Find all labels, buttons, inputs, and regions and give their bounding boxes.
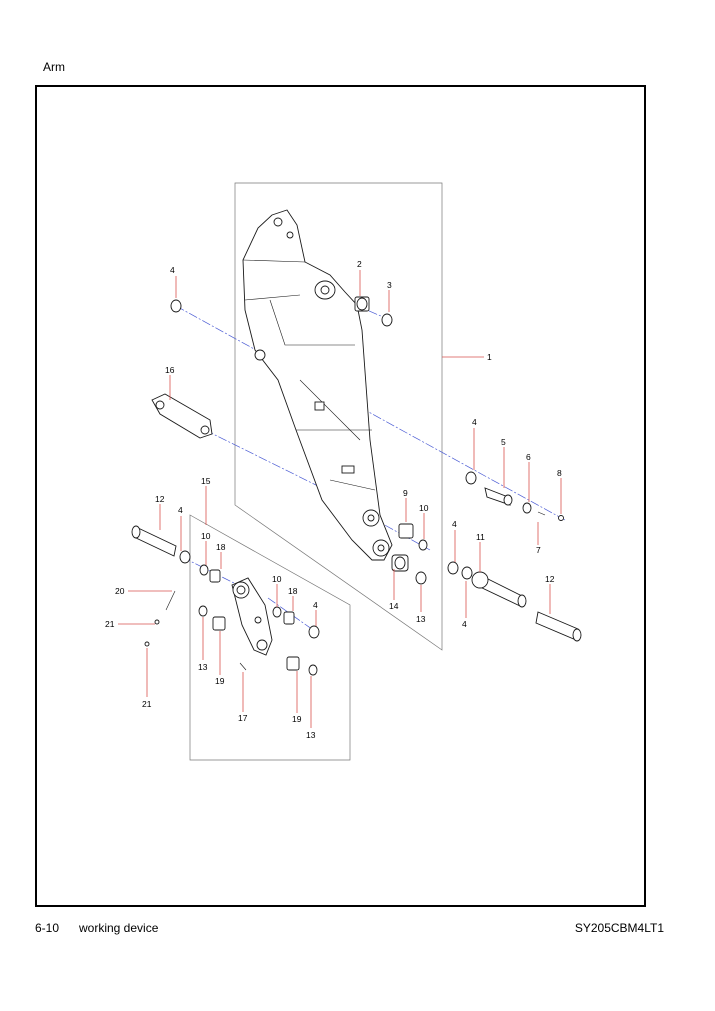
page-title: Arm [43,60,65,74]
pin-12-left [131,525,177,557]
washer-21a [154,619,160,625]
callout-4f: 4 [313,600,318,610]
callout-4b: 4 [472,417,477,427]
ring-10b [199,564,209,576]
callout-2: 2 [357,259,362,269]
snap-ring-13a [415,571,427,585]
bushing-19a [212,616,226,631]
footer-section: 6-10 [35,921,60,935]
callout-6: 6 [526,452,531,462]
callout-19a: 19 [215,676,225,686]
shim-4e [461,566,473,580]
callout-12a: 12 [155,494,165,504]
footer-model: SY205CBM4LT1 [574,921,664,935]
callout-18b: 18 [288,586,298,596]
callout-1: 1 [487,352,492,362]
callout-14: 14 [389,601,399,611]
callout-5: 5 [501,437,506,447]
callout-9: 9 [403,488,408,498]
callout-21a: 21 [105,619,115,629]
snap-ring-13c [308,664,318,676]
callout-4a: 4 [170,265,175,275]
snap-ring-13b [198,605,208,617]
callout-17: 17 [238,713,248,723]
diagram-frame [35,85,646,907]
shim-4a [170,299,182,313]
shim-4f [308,625,320,639]
bolt-20 [165,590,176,611]
leader-lines [118,270,562,728]
callout-15: 15 [201,476,211,486]
bushing-9 [398,523,414,539]
bolt-7 [537,511,546,516]
callout-16: 16 [165,365,175,375]
callout-10c: 10 [272,574,282,584]
arm-body [242,209,393,561]
pin-12-right [535,611,582,642]
pin-11 [471,571,527,608]
footer-left: 6-10 working device [35,921,158,935]
bushing-18b [283,611,295,625]
ring-10a [418,539,428,551]
callout-21b: 21 [142,699,152,709]
footer-chapter: working device [79,921,159,935]
callout-20: 20 [115,586,125,596]
callout-4d: 4 [452,519,457,529]
link-panel [189,514,351,761]
shim-4d [447,561,459,575]
callout-19b: 19 [292,714,302,724]
callout-11: 11 [476,532,485,542]
callout-4e: 4 [462,619,467,629]
shim-4b [465,471,477,485]
snap-ring-3 [381,313,393,327]
arm-panel [234,182,443,651]
callout-12b: 12 [545,574,555,584]
bushing-2 [354,296,370,312]
shim-4c [179,550,191,564]
nut-8 [558,515,564,521]
callout-labels: 1 2 3 4 4 4 4 4 4 5 6 7 8 9 10 10 10 11 … [105,259,562,740]
bolt-17 [239,662,247,671]
callout-10b: 10 [201,531,211,541]
callout-10a: 10 [419,503,429,513]
link-16 [151,393,213,439]
callout-13b: 13 [198,662,208,672]
link-15 [231,577,273,656]
callout-4c: 4 [178,505,183,515]
washer-6 [522,502,532,514]
callout-7: 7 [536,545,541,555]
callout-13c: 13 [306,730,316,740]
callout-8: 8 [557,468,562,478]
washer-21b [144,641,150,647]
bushing-18a [209,569,221,583]
callout-13a: 13 [416,614,426,624]
callout-3: 3 [387,280,392,290]
ring-10c [272,606,282,618]
callout-18a: 18 [216,542,226,552]
bushing-19b [286,656,300,671]
